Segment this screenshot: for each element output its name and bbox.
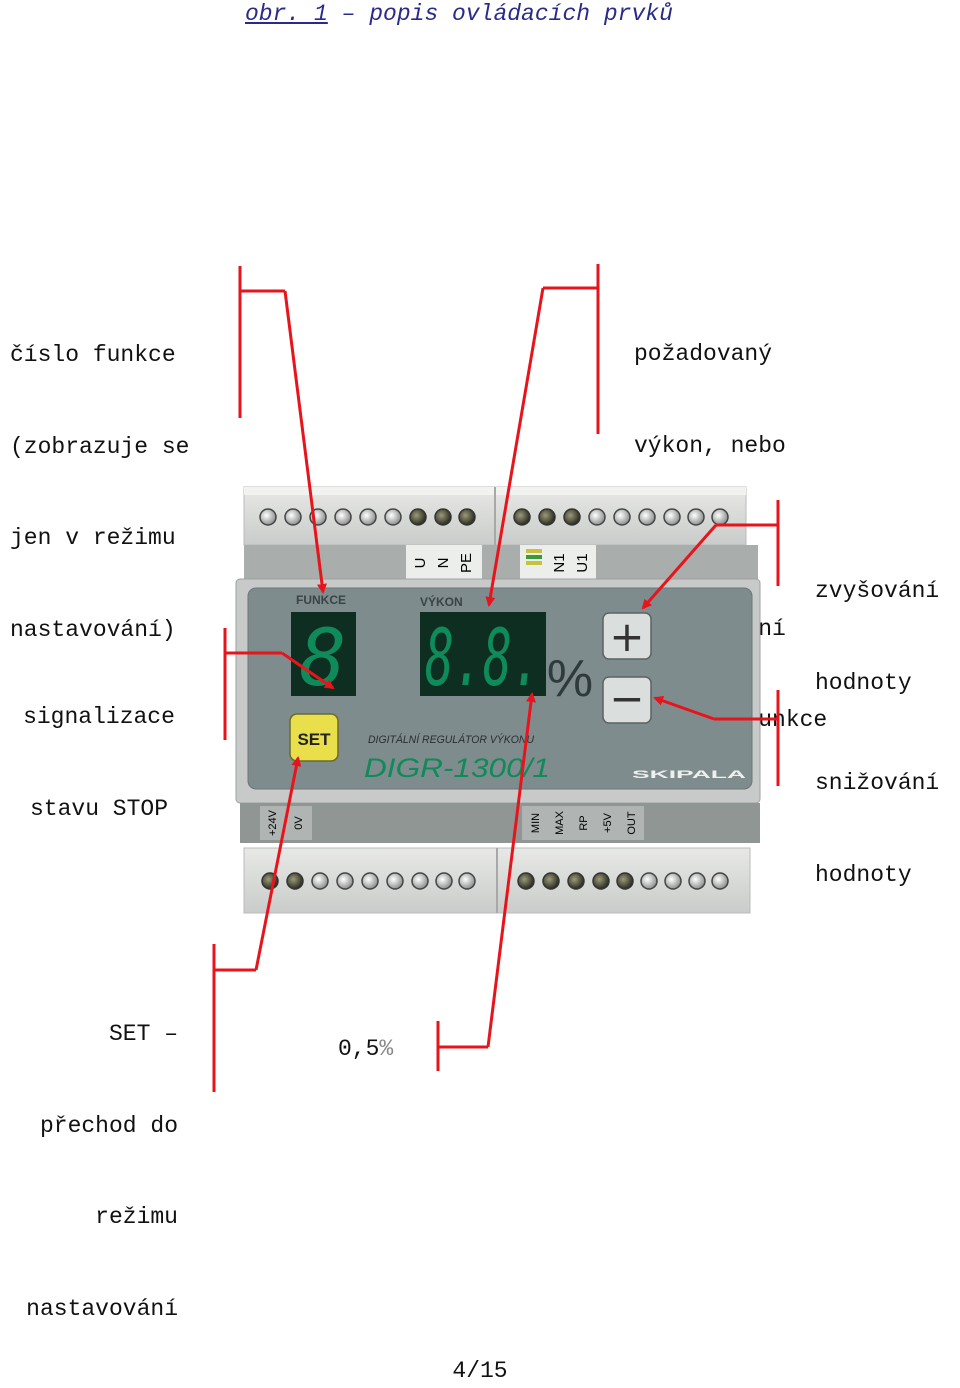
bottom-label-strip xyxy=(240,803,760,843)
callout-increase xyxy=(641,500,780,610)
pe-marker-green xyxy=(526,555,542,559)
pe-marker-yellow xyxy=(526,549,542,553)
bottom-screws-right xyxy=(517,872,729,890)
label-decrease: snižování hodnoty xyxy=(815,770,940,888)
plus-icon: + xyxy=(609,612,644,661)
set-button-label: SET xyxy=(297,730,331,749)
callout-power xyxy=(485,264,600,607)
percent-sign: % xyxy=(547,650,593,708)
terminal-u1: U1 xyxy=(574,553,591,572)
funkce-label: FUNKCE xyxy=(296,593,346,607)
device-brand: SKIPALA xyxy=(632,769,746,781)
label-increase: zvyšování hodnoty xyxy=(815,578,940,696)
label-stop: signalizace stavu STOP xyxy=(23,704,175,822)
bottom-terminal-block xyxy=(243,847,751,914)
figure-number: obr. 1 xyxy=(245,1,328,27)
minus-button[interactable]: − xyxy=(602,674,652,724)
label-set: SET – přechod do režimu nastavování xyxy=(26,1021,178,1322)
terminal-max: MAX xyxy=(554,810,566,835)
terminal-pe: PE xyxy=(458,553,475,573)
callout-set xyxy=(212,756,302,1092)
callout-decrease xyxy=(653,690,780,786)
set-button[interactable]: SET xyxy=(289,713,339,762)
terminal-rp: RP xyxy=(578,815,590,830)
function-display-digit: 8 xyxy=(300,614,347,704)
page-number: 4/15 xyxy=(452,1358,508,1384)
top-screws-right xyxy=(513,508,729,526)
callout-stop xyxy=(223,628,335,740)
power-display-digits: 8.8. xyxy=(425,614,541,704)
figure-title: – popis ovládacích prvků xyxy=(327,1,673,27)
bottom-screws-left xyxy=(261,872,476,890)
top-terminal-block xyxy=(243,486,747,546)
terminal-24v: +24V xyxy=(267,809,279,836)
top-screws-left xyxy=(259,508,476,526)
pe-marker-yellow-2 xyxy=(526,561,542,565)
vykon-label: VÝKON xyxy=(420,594,463,609)
plus-button[interactable]: + xyxy=(602,612,652,661)
device-subtitle: DIGITÁLNÍ REGULÁTOR VÝKONU xyxy=(368,733,534,746)
callout-step-value xyxy=(436,692,536,1071)
terminal-min: MIN xyxy=(530,813,542,833)
power-display xyxy=(420,612,546,696)
figure-caption: obr. 1 – popis ovládacích prvků xyxy=(245,0,673,28)
terminal-out: OUT xyxy=(626,811,638,835)
callout-function-number xyxy=(238,266,327,594)
minus-icon: − xyxy=(609,674,644,723)
terminal-n1: N1 xyxy=(551,553,568,572)
terminal-0v: 0V xyxy=(293,816,305,830)
terminal-5v: +5V xyxy=(602,812,614,833)
terminal-n: N xyxy=(435,558,452,569)
top-label-box-left xyxy=(406,545,482,581)
device-model: DIGR-1300/1 xyxy=(364,753,550,783)
label-function-number: číslo funkce (zobrazuje se jen v režimu … xyxy=(10,342,190,643)
bottom-label-box-right xyxy=(522,806,644,840)
label-step-value: 0,5% xyxy=(338,1036,394,1062)
terminal-u: U xyxy=(412,558,429,569)
